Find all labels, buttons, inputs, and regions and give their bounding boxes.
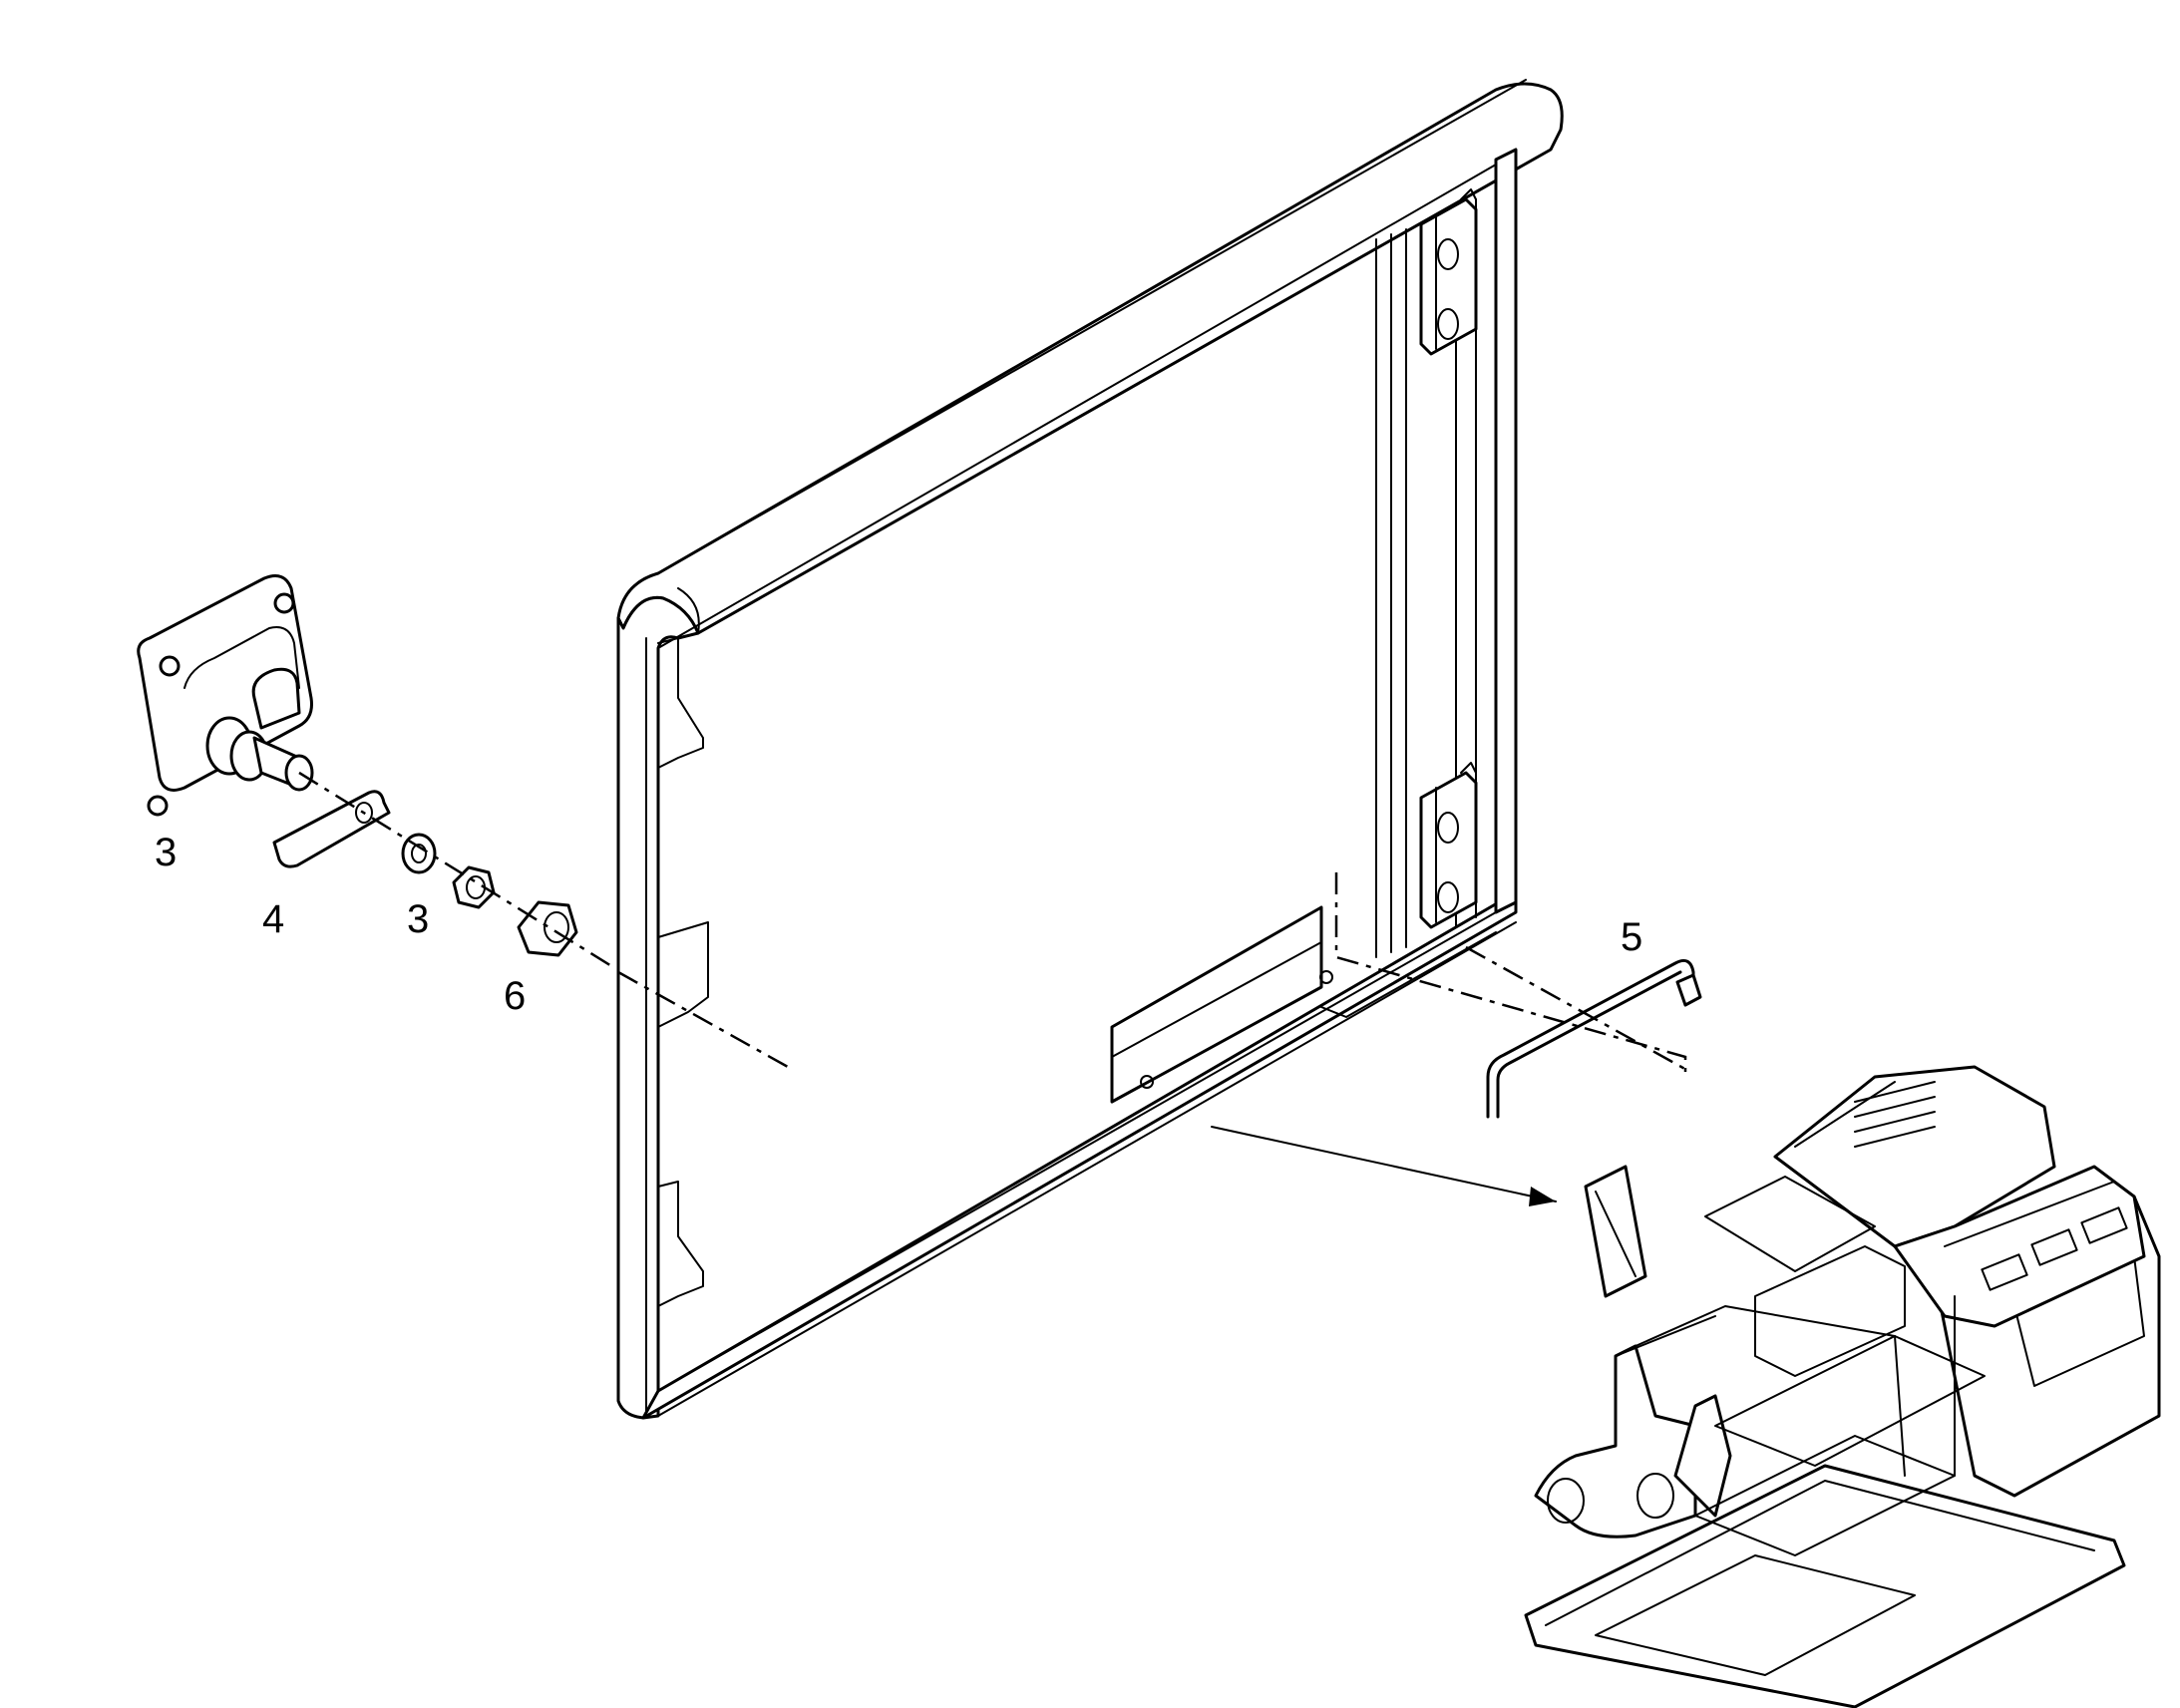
arrow-icon	[1211, 1126, 1557, 1206]
rod-icon	[1486, 959, 1702, 1119]
callout-part-6-nut: 6	[504, 974, 526, 1018]
hinge-icon	[1419, 188, 1478, 356]
cab-panel-frame	[616, 79, 1564, 1420]
washer-icon	[401, 833, 437, 874]
hinge-icon	[1419, 762, 1478, 929]
work-light-icon	[137, 574, 314, 817]
assembly-line	[298, 771, 614, 969]
plate-icon	[272, 790, 391, 868]
callout-part-3-washer: 3	[407, 897, 429, 941]
large-nut-icon	[517, 900, 578, 957]
excavator-cab-icon	[1524, 1065, 2161, 1708]
callout-part-3-light: 3	[155, 831, 177, 874]
callout-part-5-rod: 5	[1621, 915, 1642, 959]
callout-part-4-plate: 4	[262, 897, 284, 941]
